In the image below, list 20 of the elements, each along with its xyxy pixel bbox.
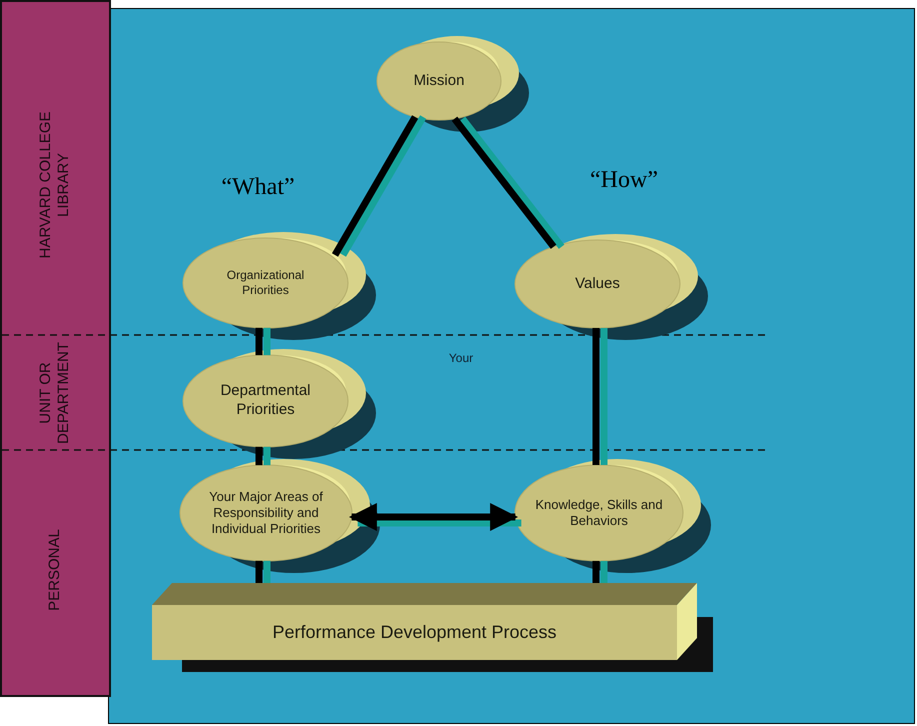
connector-line [256,560,270,583]
node-label: Values [575,274,620,294]
column-heading: “How” [589,166,659,194]
node-label: Mission [414,72,464,90]
connector-line [256,328,270,356]
text-label: Your [448,351,474,366]
connector-line [592,560,608,583]
connector-line [332,115,426,257]
node-label: Knowledge, Skills and Behaviors [534,496,664,530]
connector-line [452,116,564,249]
node-label: Departmental Priorities [219,382,312,420]
double-headed-arrow [348,503,522,531]
connector-line [256,446,270,466]
node-label: Your Major Areas of Responsibility and Individual Priorities [208,488,324,538]
level-label: PERSONAL [46,528,64,613]
level-label: UNIT OR DEPARTMENT [37,341,73,446]
level-label: HARVARD COLLEGE LIBRARY [37,110,73,260]
column-heading: “What” [220,172,296,202]
connector-line [592,328,608,466]
node-label: Organizational Priorities [226,268,306,298]
